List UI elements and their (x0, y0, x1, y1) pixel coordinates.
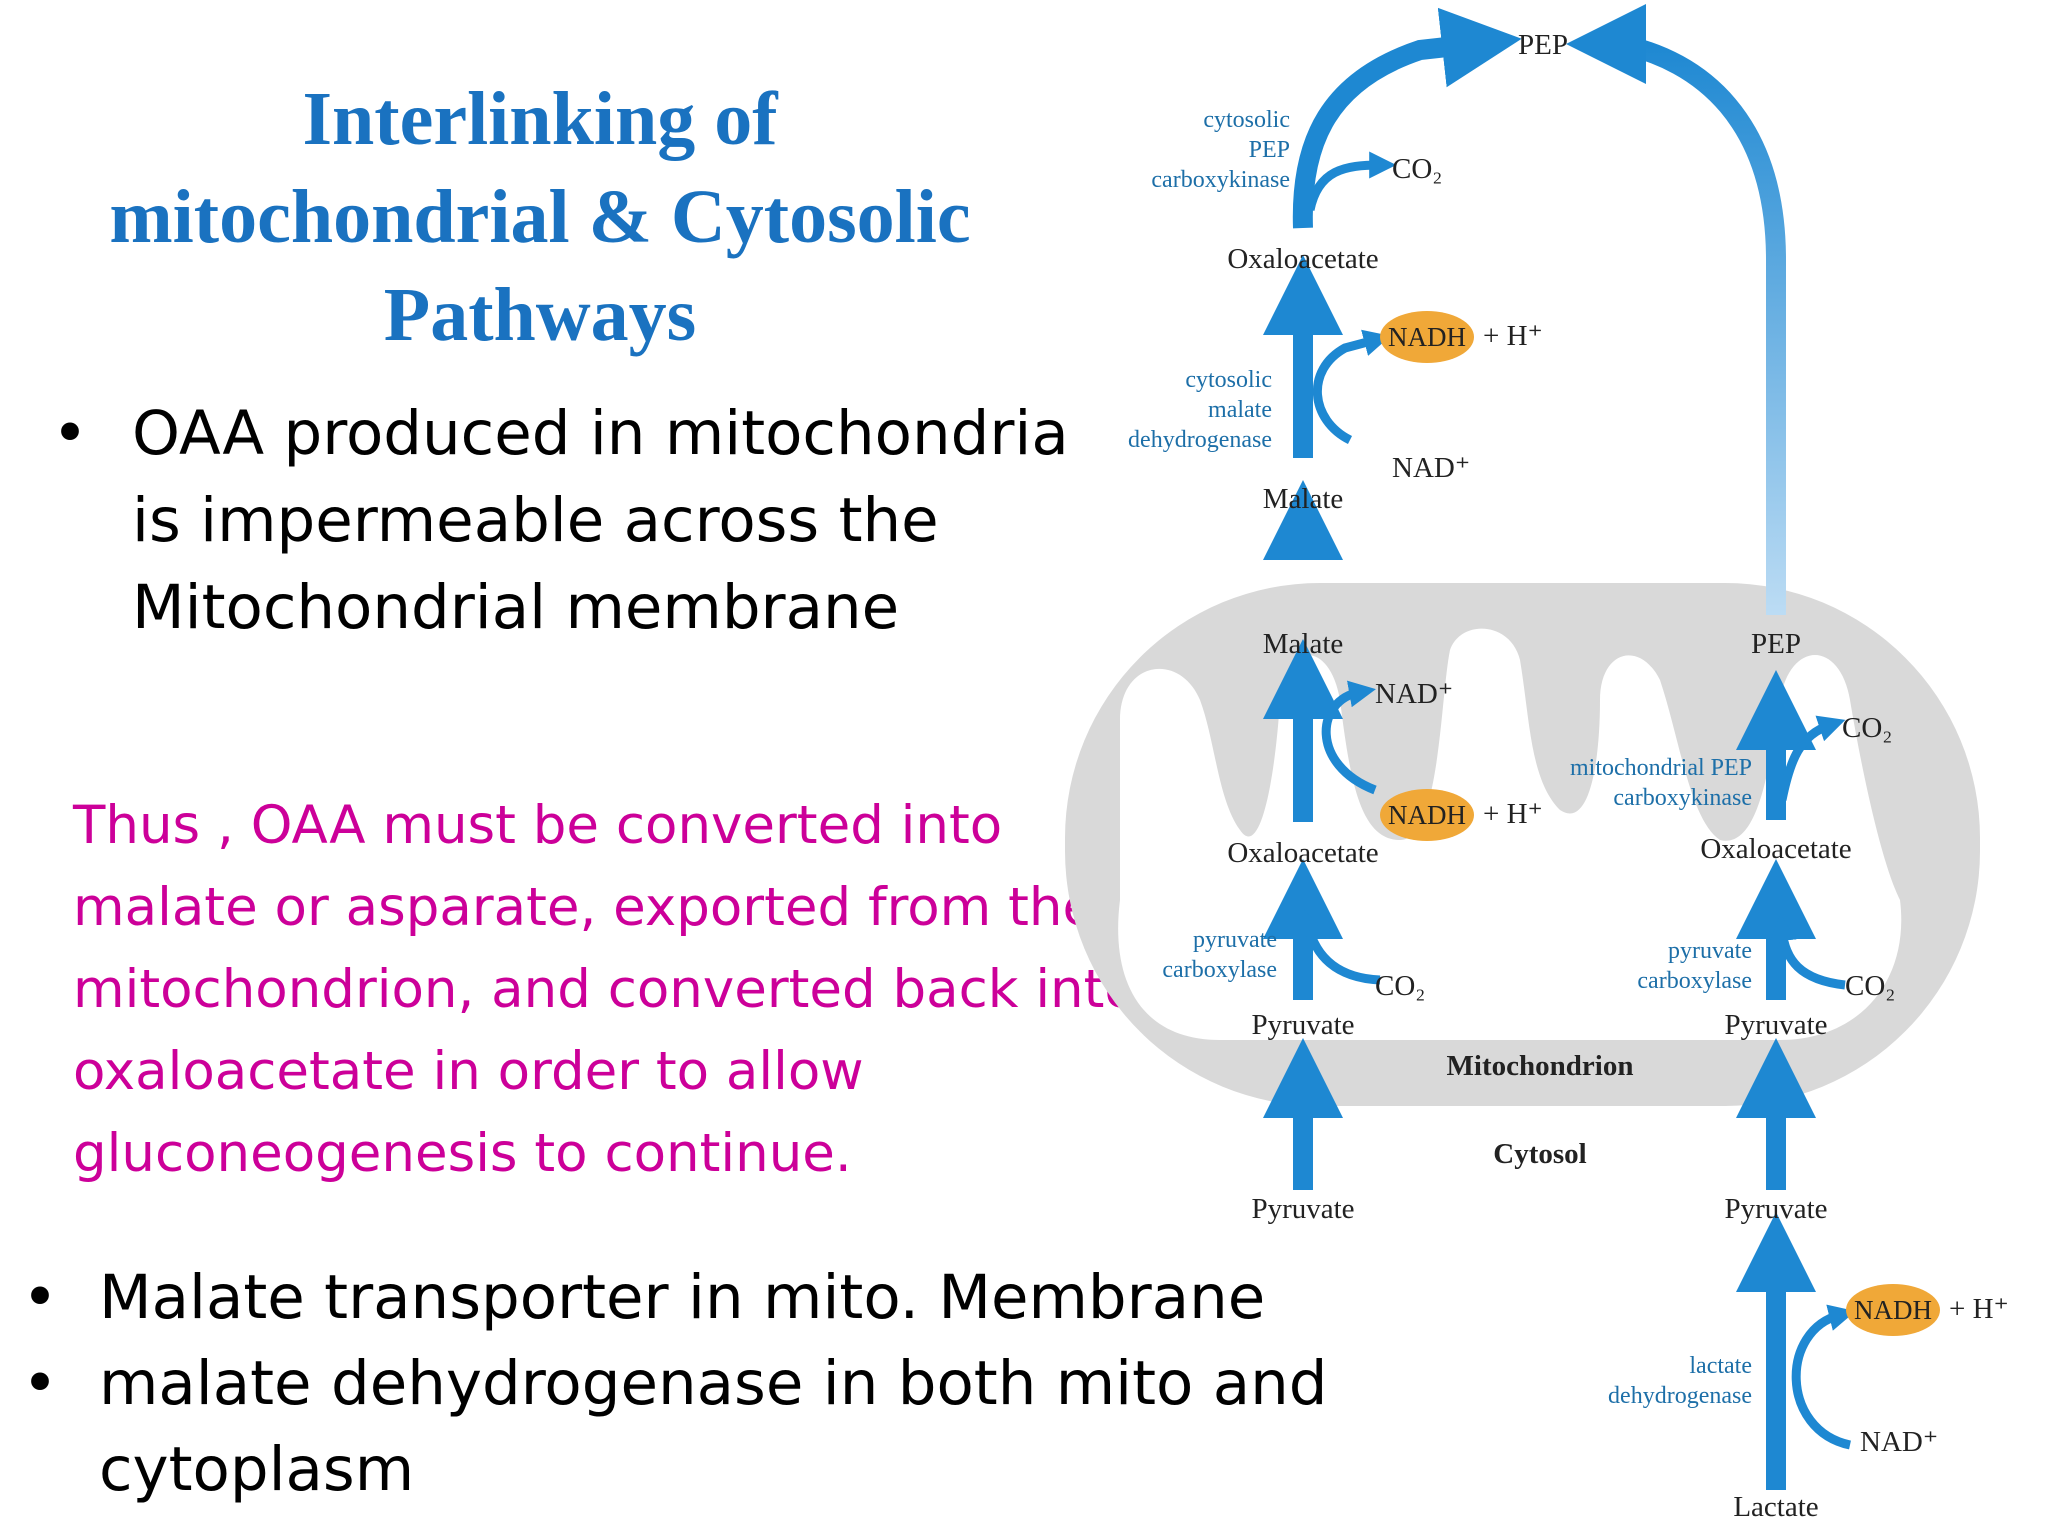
enzyme-label: carboxylase (1162, 957, 1277, 983)
nadh-label: NADH (1854, 1295, 1932, 1325)
enzyme-label: malate (1208, 397, 1272, 423)
bullet-marker: • (22, 1348, 58, 1419)
enzyme-label: PEP (1249, 137, 1290, 163)
bullet-text: malate dehydrogenase in both mito and cy… (99, 1348, 1328, 1505)
co2-label: CO₂ (1845, 970, 1895, 1002)
oxaloacetate-label: Oxaloacetate (1227, 837, 1378, 869)
bullet-malate-transporter: • Malate transporter in mito. Membrane (22, 1255, 1422, 1341)
nad-plus-label: NAD⁺ (1375, 678, 1453, 710)
pyruvate-label: Pyruvate (1724, 1009, 1827, 1041)
oxaloacetate-label: Oxaloacetate (1700, 833, 1851, 865)
nadh-badges (1380, 311, 1940, 1336)
enzyme-label: pyruvate (1668, 938, 1752, 964)
co2-label: CO₂ (1842, 712, 1892, 744)
h-plus-label: + H⁺ (1483, 798, 1543, 830)
enzyme-label: carboxylase (1637, 968, 1752, 994)
note-conversion: Thus , OAA must be converted into malate… (73, 795, 1137, 1184)
enzyme-label: pyruvate (1193, 927, 1277, 953)
malate-label: Malate (1263, 628, 1344, 660)
bullet-marker: • (22, 1262, 58, 1333)
pyruvate-label: Pyruvate (1251, 1193, 1354, 1225)
pyruvate-label: Pyruvate (1251, 1009, 1354, 1041)
h-plus-label: + H⁺ (1483, 320, 1543, 352)
slide-title: Interlinking of mitochondrial & Cytosoli… (40, 70, 1040, 364)
title-line: mitochondrial & Cytosolic (109, 175, 971, 259)
bullet-oaa-impermeable: • OAA produced in mitochondria is imperm… (52, 390, 1112, 651)
pep-label: PEP (1751, 628, 1801, 660)
mitochondrion-label: Mitochondrion (1447, 1050, 1634, 1082)
enzyme-label: mitochondrial PEP (1570, 755, 1752, 781)
bullet-text: OAA produced in mitochondria is impermea… (132, 398, 1069, 643)
co2-label: CO₂ (1375, 970, 1425, 1002)
enzyme-label: dehydrogenase (1128, 427, 1272, 453)
bullet-marker: • (52, 398, 88, 469)
oxaloacetate-label: Oxaloacetate (1227, 243, 1378, 275)
bottom-bullet-list: • Malate transporter in mito. Membrane •… (22, 1255, 1422, 1513)
co2-label: CO₂ (1392, 153, 1442, 185)
nad-plus-label: NAD⁺ (1392, 452, 1470, 484)
pyruvate-label: Pyruvate (1724, 1193, 1827, 1225)
nad-plus-label: NAD⁺ (1860, 1426, 1938, 1458)
title-line: Interlinking of (302, 77, 778, 161)
bullet-text: Malate transporter in mito. Membrane (99, 1262, 1266, 1333)
malate-label: Malate (1263, 483, 1344, 515)
enzyme-label: cytosolic (1203, 107, 1290, 133)
enzyme-label: dehydrogenase (1608, 1383, 1752, 1409)
pep-top-label: PEP (1518, 29, 1568, 61)
enzyme-label: lactate (1689, 1353, 1752, 1379)
enzyme-label: cytosolic (1185, 367, 1272, 393)
enzyme-label: carboxykinase (1151, 167, 1290, 193)
h-plus-label: + H⁺ (1949, 1293, 2009, 1325)
enzyme-label: carboxykinase (1613, 785, 1752, 811)
nadh-label: NADH (1388, 322, 1466, 352)
pathway-arrows (1263, 4, 1856, 1490)
bullet-malate-dehydrogenase: • malate dehydrogenase in both mito and … (22, 1341, 1422, 1513)
cytosol-label: Cytosol (1493, 1138, 1586, 1170)
lactate-label: Lactate (1733, 1491, 1818, 1523)
title-line: Pathways (383, 273, 697, 357)
nadh-label: NADH (1388, 800, 1466, 830)
